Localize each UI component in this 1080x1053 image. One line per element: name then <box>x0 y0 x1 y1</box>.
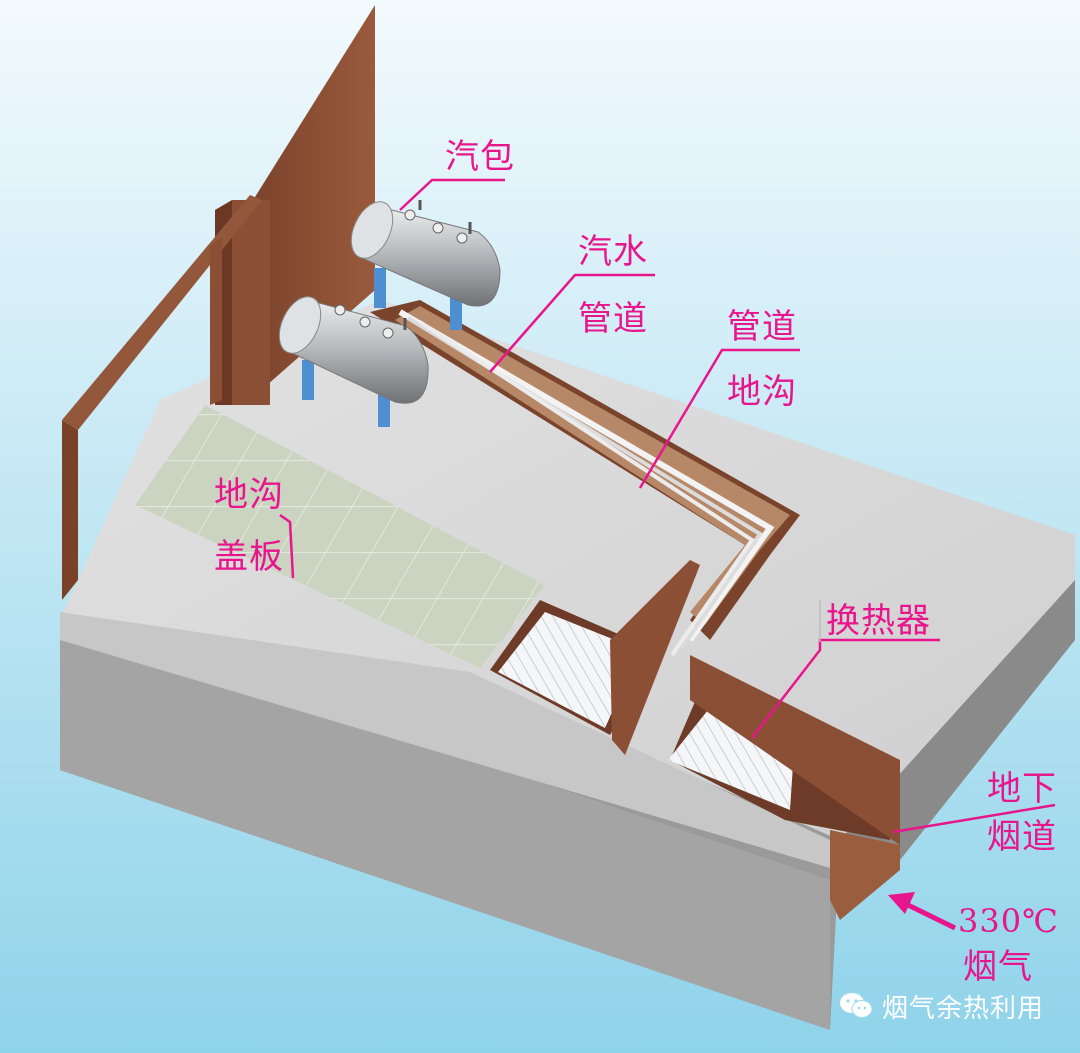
leader-heat-exchanger <box>751 638 940 739</box>
steam-drum-label: 汽包 <box>445 137 515 177</box>
flue-gas-temperature-label: 330℃ <box>958 902 1059 940</box>
brick-wall-back <box>250 5 375 400</box>
underground-flue-label-line1: 地下 <box>987 769 1057 809</box>
leader-steam-drum <box>399 178 505 211</box>
steam-drum-back <box>350 200 501 330</box>
pipe-trench-label-line2: 地沟 <box>727 372 797 412</box>
leader-pipe-trench <box>638 348 800 489</box>
watermark: 烟气余热利用 <box>838 986 1044 1026</box>
flue-gas-label: 烟气 <box>963 947 1033 987</box>
steam-drum-front <box>278 296 429 427</box>
floor-slab-top <box>60 300 1075 840</box>
steam-water-pipe-label-line1: 汽水 <box>578 232 648 272</box>
underground-flue-label-line2: 烟道 <box>987 817 1057 857</box>
flue-gas-arrow <box>888 892 957 931</box>
leader-trench-cover <box>279 513 295 579</box>
trench-cover-label-line1: 地沟 <box>214 475 284 515</box>
pipe-trench-label-line1: 管道 <box>727 307 797 347</box>
watermark-text: 烟气余热利用 <box>882 993 1045 1024</box>
trench-cover-label-line2: 盖板 <box>214 537 284 577</box>
leader-steam-water-pipe <box>489 273 655 373</box>
underground-flue <box>690 655 900 845</box>
wechat-icon <box>840 993 873 1018</box>
leader-underground-flue <box>892 803 1056 834</box>
steam-water-pipe-label-line2: 管道 <box>578 299 648 339</box>
heat-exchanger-label: 换热器 <box>826 601 931 641</box>
trench-cover-plate <box>135 405 545 668</box>
